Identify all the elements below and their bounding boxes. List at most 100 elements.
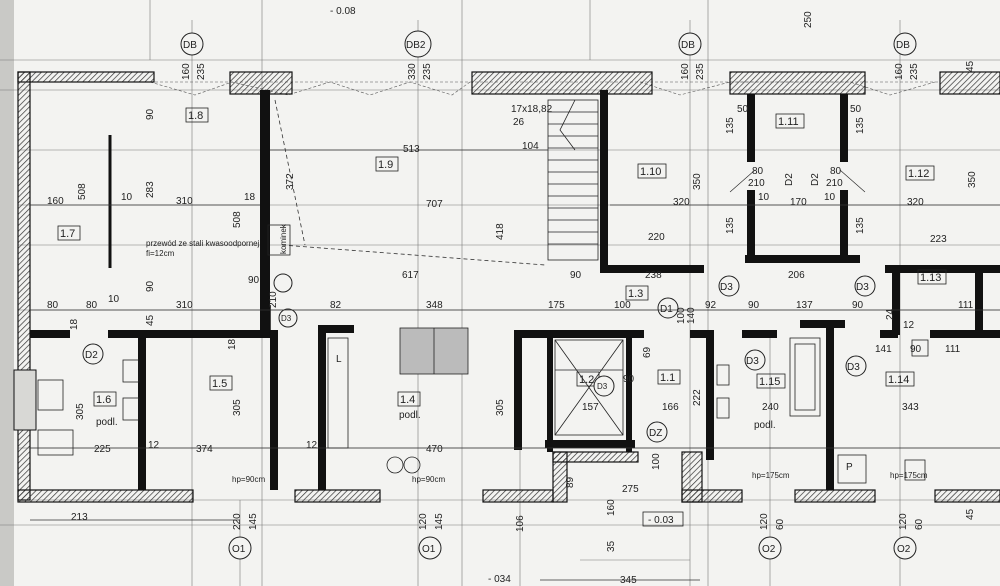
door-d2-b: D2	[784, 173, 795, 186]
dim-238: 238	[645, 270, 662, 281]
dim-50b: 50	[850, 104, 862, 115]
grid-label-db-2: DB	[681, 40, 695, 51]
dim-157: 157	[582, 402, 599, 413]
room-1-10: 1.10	[640, 166, 661, 178]
dim-top-330: 330	[407, 63, 418, 80]
dim-310a: 310	[176, 196, 193, 207]
room-1-6: 1.6	[96, 394, 111, 406]
level-markers: - 0.08 - 0.03 - 034	[328, 4, 684, 585]
dim-135c: 135	[725, 217, 736, 234]
dim-283: 283	[145, 181, 156, 198]
dim-89: 89	[565, 476, 576, 488]
dim-372: 372	[285, 173, 296, 190]
door-d3-f: D3	[597, 382, 608, 391]
fixtures	[37, 327, 929, 484]
dim-160d: 160	[606, 499, 617, 516]
door-d2-c: D2	[810, 173, 821, 186]
dim-305c: 305	[495, 399, 506, 416]
dim-18a: 18	[244, 192, 256, 203]
shaft	[554, 339, 624, 436]
dim-240: 240	[762, 402, 779, 413]
level-entry: - 0.03	[648, 515, 674, 526]
dim-374: 374	[196, 444, 213, 455]
door-d2-a: D2	[85, 350, 98, 361]
dim-top-235c: 235	[695, 63, 706, 80]
dim-12b: 12	[148, 440, 160, 451]
door-d3-d: D3	[746, 356, 759, 367]
dim-210b: 210	[826, 178, 843, 189]
dim-350b: 350	[967, 171, 978, 188]
dim-top-235b: 235	[422, 63, 433, 80]
dim-137: 137	[796, 300, 813, 311]
dim-120b: 120	[759, 513, 770, 530]
dim-10a: 10	[121, 192, 133, 203]
door-dz: DZ	[649, 428, 662, 439]
dim-617: 617	[402, 270, 419, 281]
dim-120c: 120	[898, 513, 909, 530]
note-podl-3: podl.	[754, 420, 776, 431]
dim-80b: 80	[830, 166, 842, 177]
dim-90b: 90	[570, 270, 582, 281]
dim-135b: 135	[855, 117, 866, 134]
note-hp-2: hp=90cm	[412, 475, 445, 484]
room-1-4: 1.4	[400, 394, 415, 406]
dim-141: 141	[875, 344, 892, 355]
dim-18c: 18	[227, 338, 238, 350]
note-stairs: 17x18,82	[511, 104, 553, 115]
dim-320a: 320	[673, 197, 690, 208]
dim-35: 35	[606, 540, 617, 552]
door-d3-c: D3	[856, 282, 869, 293]
dim-210a: 210	[748, 178, 765, 189]
note-pipe-2: fi=12cm	[146, 249, 175, 258]
dim-80d: 80	[86, 300, 98, 311]
dim-135a: 135	[725, 117, 736, 134]
dim-513: 513	[403, 144, 420, 155]
grid-bubbles-top: DB DB2 DB DB	[180, 30, 917, 58]
dim-305a: 305	[232, 399, 243, 416]
dim-top-235a: 235	[196, 63, 207, 80]
grid-label-o1-1: O1	[232, 544, 246, 555]
dimension-ticks	[30, 149, 1000, 581]
dim-50a: 50	[737, 104, 749, 115]
dim-707: 707	[426, 199, 443, 210]
dim-10d: 10	[108, 294, 120, 305]
dim-90c: 90	[623, 374, 635, 385]
dim-90a: 90	[145, 108, 156, 120]
dim-348: 348	[426, 300, 443, 311]
door-tags: D2 D3 D1 D3 D3 D3 D3 D3 DZ D2 D2	[82, 169, 876, 443]
door-d3-e: D3	[847, 362, 860, 373]
dim-80c: 80	[47, 300, 59, 311]
dim-210c: 210	[268, 291, 279, 308]
dim-18b: 18	[69, 318, 80, 330]
dim-69: 69	[642, 346, 653, 358]
dim-90g: 90	[852, 300, 864, 311]
note-podl-1: podl.	[96, 417, 118, 428]
dim-12c: 12	[306, 440, 318, 451]
dim-top-160a: 160	[181, 63, 192, 80]
room-labels: 1.8 1.9 1.7 1.10 1.11 1.12 1.13 1.3 1.6 …	[57, 107, 947, 407]
room-1-9: 1.9	[378, 159, 393, 171]
staircase	[547, 99, 599, 261]
room-1-5: 1.5	[212, 378, 227, 390]
dim-90f: 90	[748, 300, 760, 311]
dim-345: 345	[620, 575, 637, 586]
grid-label-o1-2: O1	[422, 544, 436, 555]
dim-10b: 10	[758, 192, 770, 203]
room-1-7: 1.7	[60, 228, 75, 240]
dim-305b: 305	[75, 403, 86, 420]
dim-111a: 111	[958, 300, 974, 311]
dim-82: 82	[330, 300, 342, 311]
dim-top-235d: 235	[909, 63, 920, 80]
dim-145a: 145	[248, 513, 259, 530]
room-1-11: 1.11	[778, 116, 799, 128]
dim-470: 470	[426, 444, 443, 455]
door-d1: D1	[660, 304, 673, 315]
fireplace-box	[267, 224, 291, 256]
note-podl-2: podl.	[399, 410, 421, 421]
note-hp-1: hp=90cm	[232, 475, 265, 484]
dim-225: 225	[94, 444, 111, 455]
note-p: P	[846, 462, 853, 473]
note-stairs-26: 26	[513, 117, 525, 128]
dim-92: 92	[705, 300, 717, 311]
